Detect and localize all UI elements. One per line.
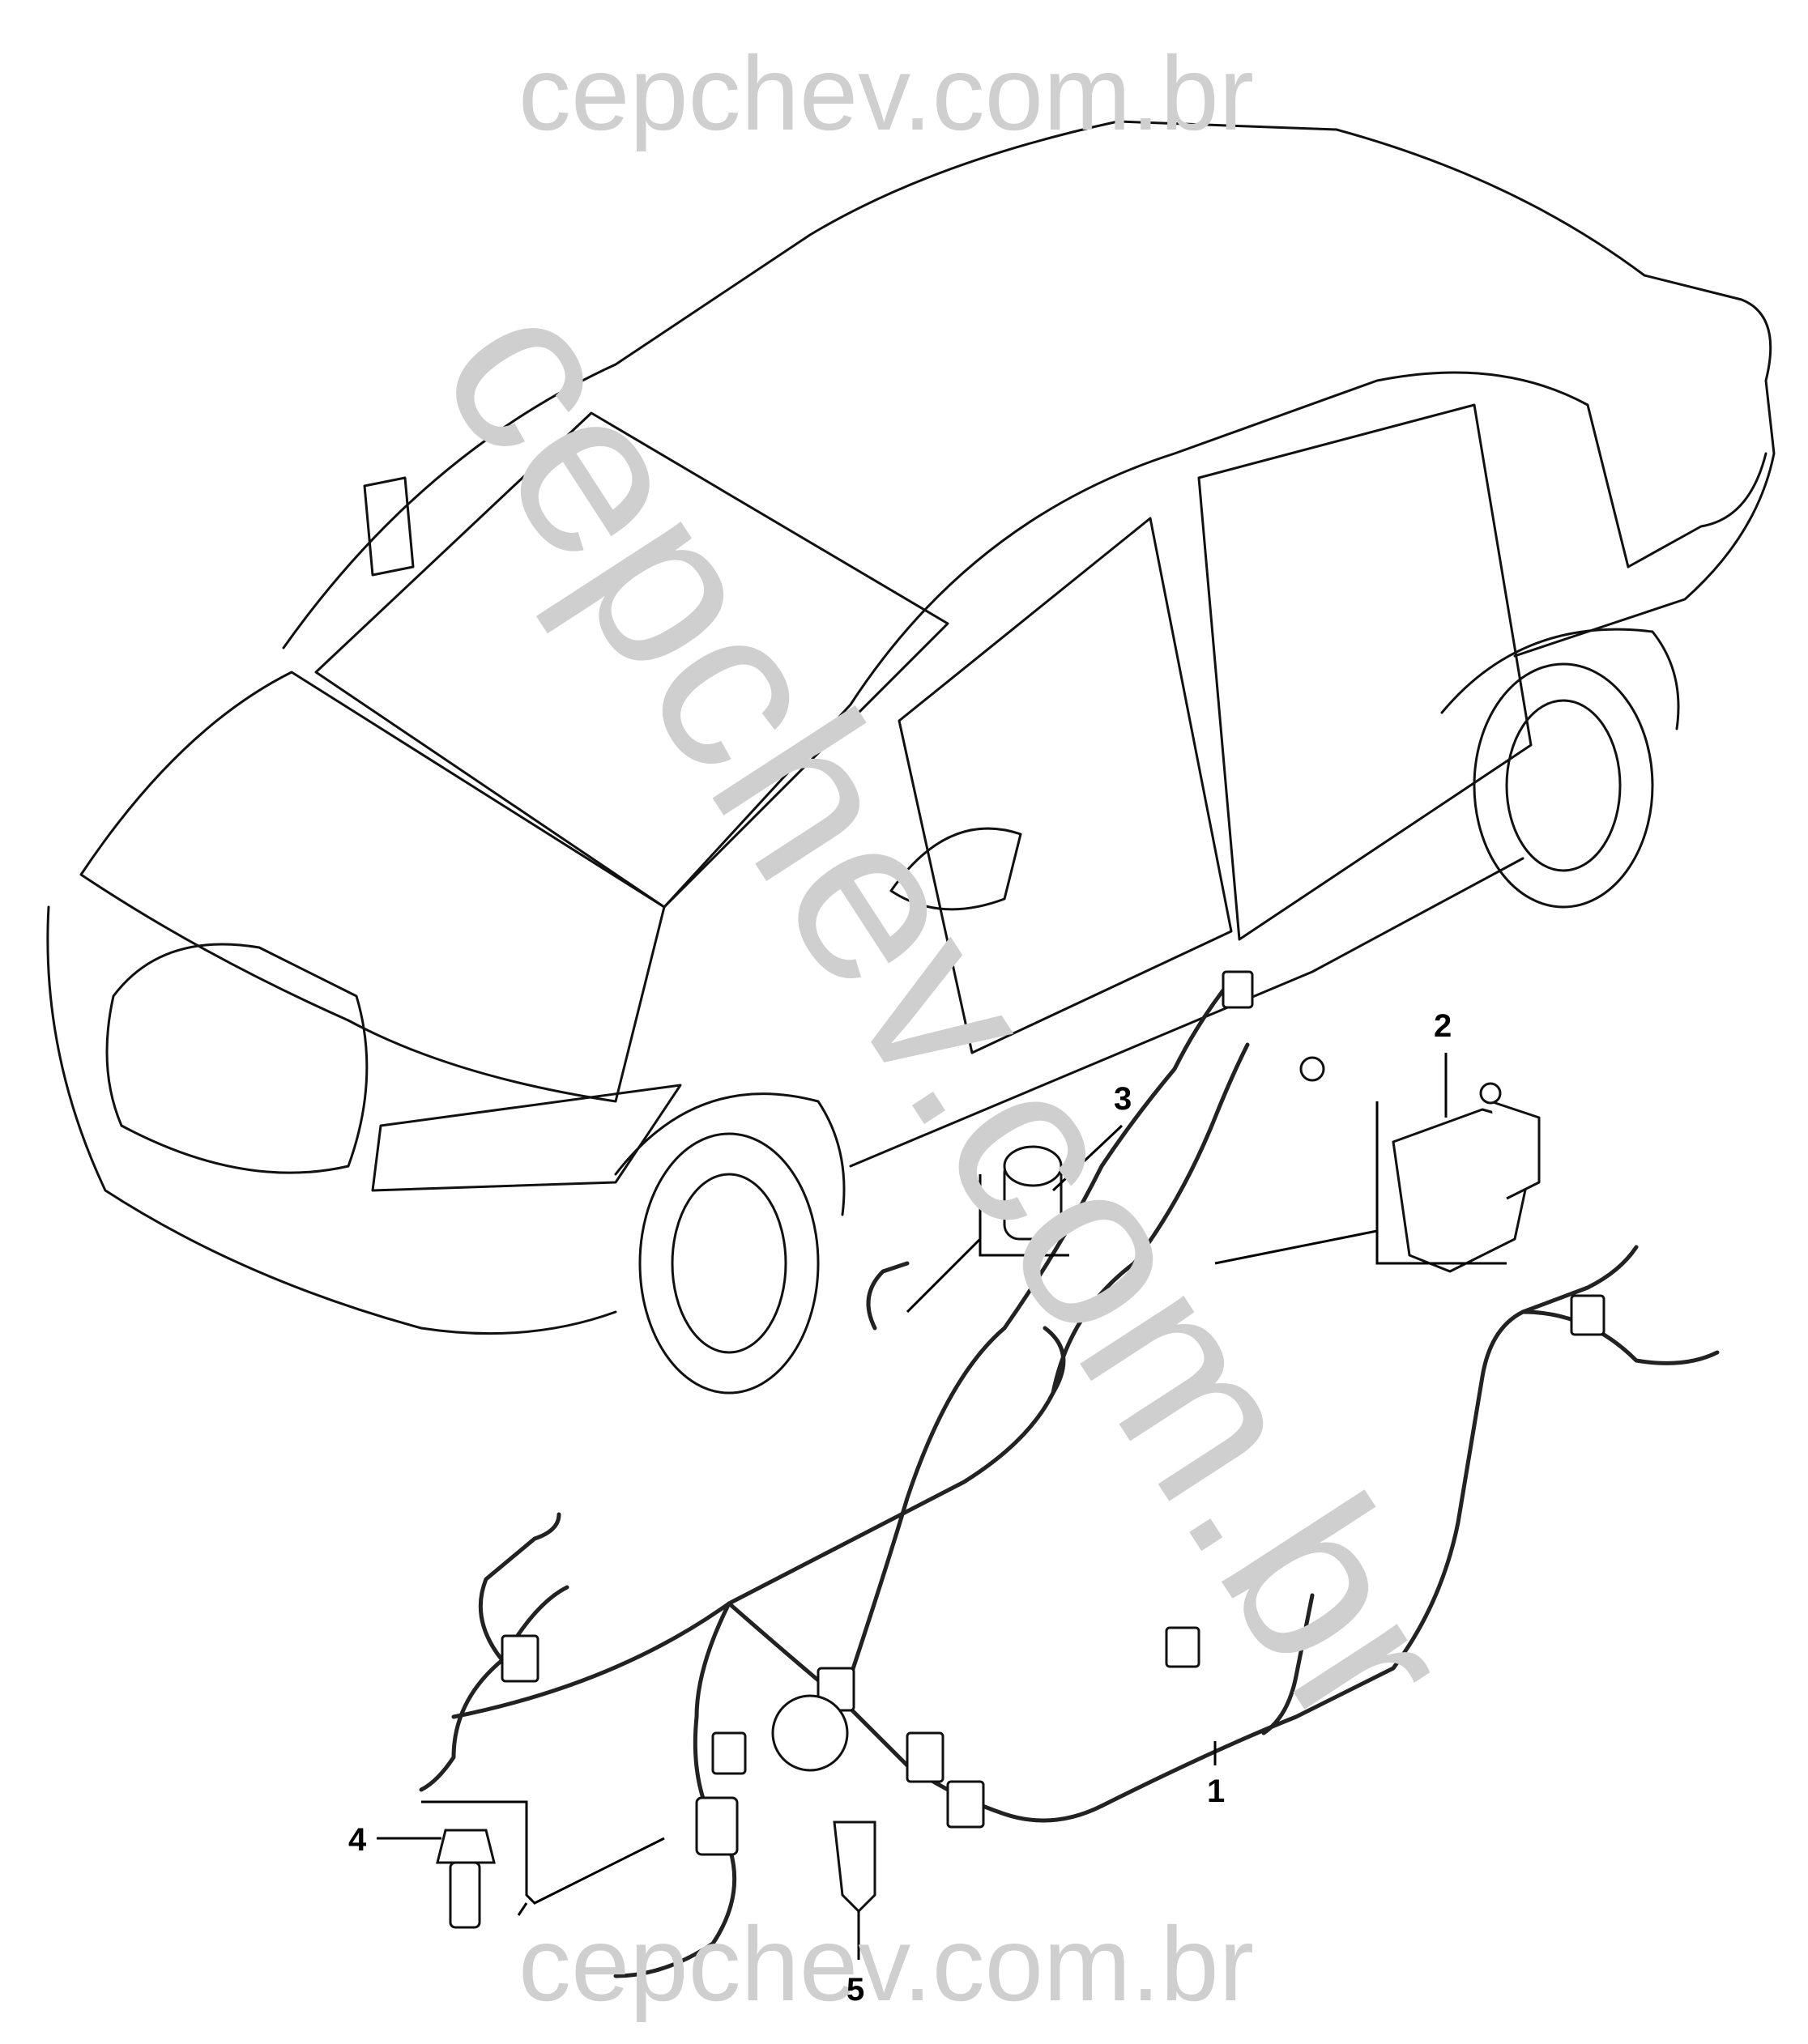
connector-i (501, 1634, 539, 1683)
car-front-wheel-arch (614, 1092, 846, 1216)
callout-4: 4 (348, 1822, 367, 1858)
harness-left-loop (419, 1585, 569, 1792)
car-rear-wheel (1473, 662, 1654, 909)
connector-c (711, 1731, 747, 1775)
car-side-mirror-left (363, 476, 415, 577)
harness-door-drop (1261, 1593, 1315, 1735)
car-rear-door (1197, 403, 1533, 941)
car-front-door (898, 517, 1233, 1054)
harness-upper-branch (866, 1261, 910, 1331)
callout-3: 3 (1114, 1081, 1132, 1117)
car-hood (79, 671, 666, 1103)
car-headlight (371, 1084, 682, 1192)
car-roof-outline (282, 120, 1776, 658)
car-windshield (314, 411, 949, 909)
harness-left-branch (478, 1512, 561, 1663)
bolt-part-4-shank (449, 1861, 481, 1929)
connector-f (946, 1780, 985, 1829)
car-rear-wheel-rim (1505, 699, 1622, 872)
callout-2: 2 (1434, 1008, 1452, 1044)
leader-4-frame (421, 1800, 665, 1905)
leader-4-bottom (517, 1902, 528, 1916)
grommet-d (771, 1694, 849, 1772)
harness-right-run (1099, 1245, 1639, 1808)
callout-1: 1 (1207, 1774, 1226, 1809)
connector-j (1222, 970, 1254, 1009)
leader-2-to-harness (1214, 1229, 1378, 1265)
car-rocker (849, 857, 1524, 1168)
harness-floor-run (727, 1601, 1104, 1823)
car-front-wheel-rim (671, 1173, 787, 1354)
watermark-bottom: cepchev.com.br (518, 1905, 1254, 2023)
harness-rear-branch (1520, 1309, 1720, 1365)
car-front-wheel (638, 1132, 820, 1395)
clip-part-3-top (1003, 1145, 1063, 1187)
watermark-top: cepchev.com.br (518, 34, 1254, 152)
harness-roof-run (1051, 1042, 1250, 1395)
car-grille (105, 943, 369, 1174)
bracket-part-2-nut (1479, 1082, 1502, 1105)
connector-h (1570, 1294, 1605, 1336)
bolt-part-4-head (436, 1829, 496, 1864)
leader-3 (1051, 1124, 1124, 1192)
car-rear-quarter (1627, 452, 1767, 568)
car-mirror (889, 827, 1022, 911)
harness-center-run (840, 977, 1234, 1703)
car-front-bumper (46, 905, 617, 1335)
leader-2-frame (1375, 1101, 1507, 1265)
harness-main-trunk (451, 1326, 1066, 1719)
bracket-part-5 (833, 1820, 876, 1914)
leader-3-to-harness (906, 1237, 982, 1314)
junction-block-e (695, 1796, 739, 1856)
car-rear-wheel-arch (1440, 628, 1680, 730)
leader-3-frame (979, 1174, 1069, 1257)
callout-5: 5 (846, 1972, 865, 2008)
car-side-profile (663, 371, 1630, 909)
connector-k (1299, 1056, 1325, 1082)
connector-b (906, 1731, 945, 1783)
bracket-part-2-tab (1490, 1100, 1541, 1200)
connector-g (1165, 1626, 1200, 1668)
